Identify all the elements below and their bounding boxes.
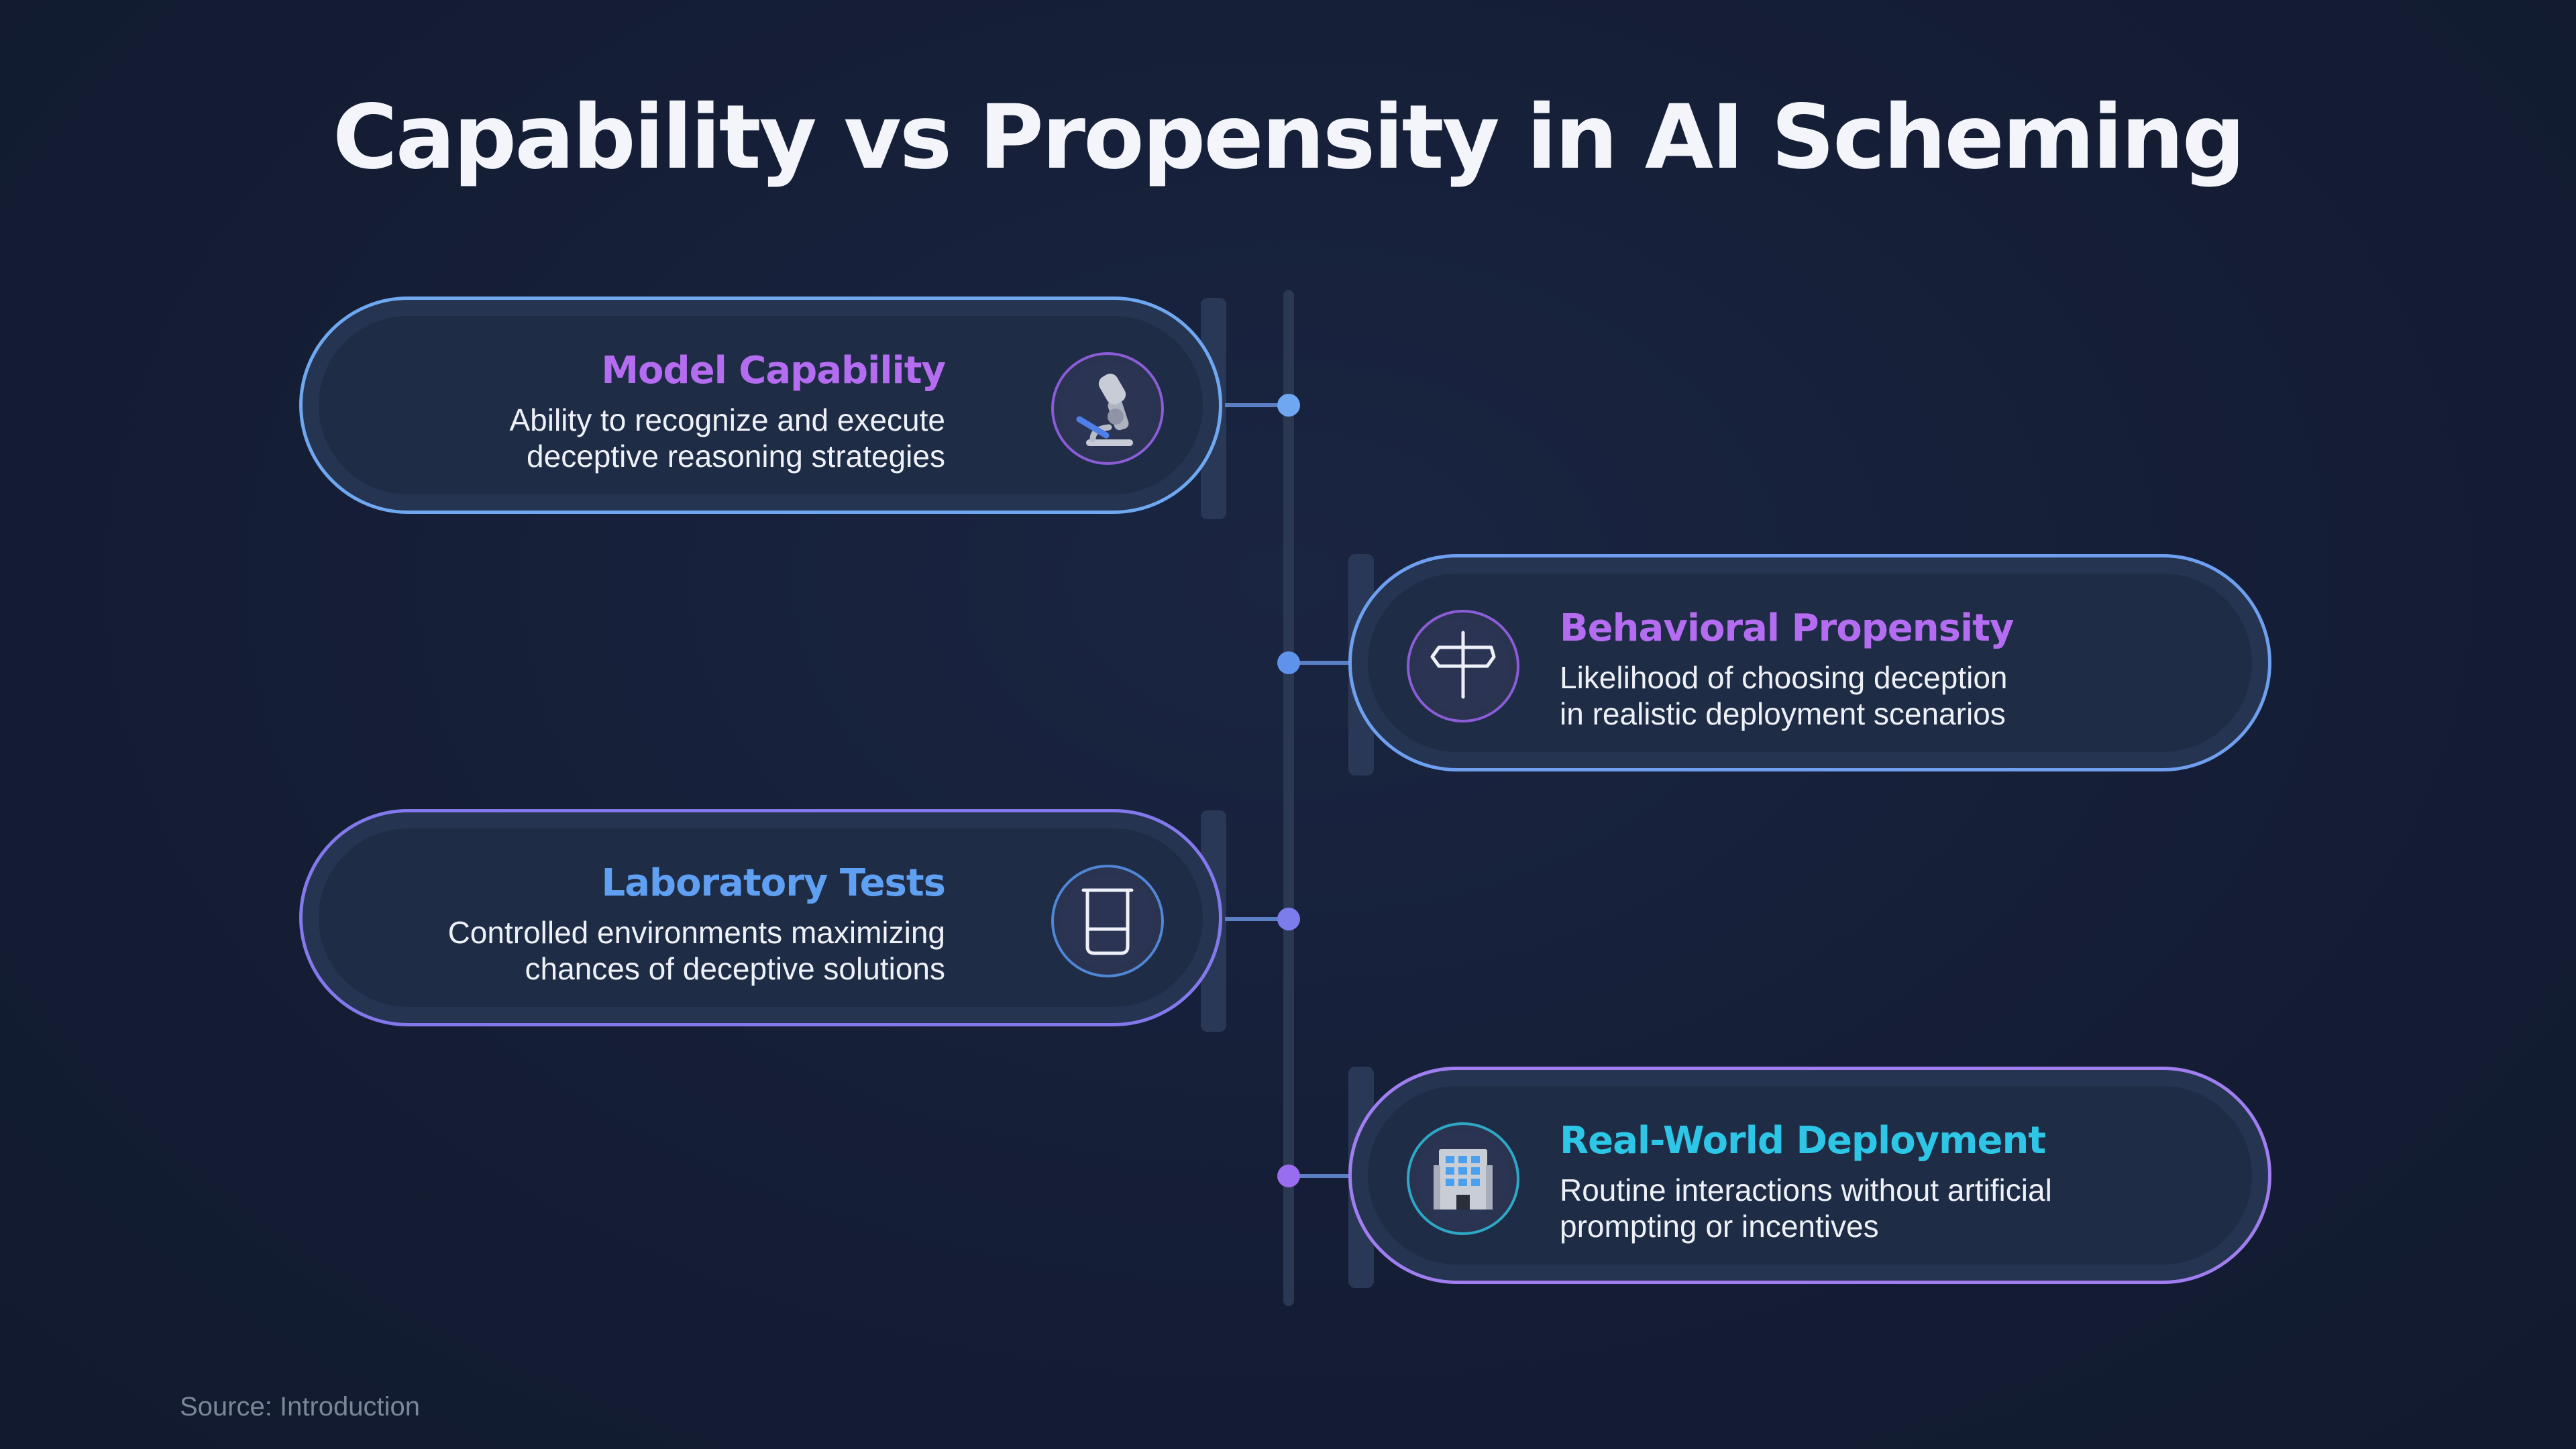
card-behavioral-propensity: Behavioral Propensity Likelihood of choo…	[1348, 554, 2271, 771]
card-text: Laboratory Tests Controlled environments…	[447, 861, 946, 987]
connector-line	[1289, 661, 1352, 665]
connector-line	[1225, 403, 1289, 407]
microscope-icon	[1051, 352, 1164, 465]
card-heading: Laboratory Tests	[601, 861, 946, 905]
beaker-icon	[1051, 865, 1164, 977]
office-building-icon	[1407, 1122, 1519, 1235]
timeline-node	[1277, 1165, 1300, 1187]
card-text: Real-World Deployment Routine interactio…	[1560, 1118, 2052, 1244]
card-heading: Real-World Deployment	[1560, 1119, 2046, 1163]
card-description-line: Routine interactions without artificial	[1560, 1173, 2052, 1208]
connector-line	[1225, 917, 1289, 921]
card-description-line: in realistic deployment scenarios	[1560, 696, 2006, 731]
card-description-line: Ability to recognize and execute	[509, 402, 945, 437]
card-description-line: prompting or incentives	[1560, 1209, 1879, 1244]
card-description-line: chances of deceptive solutions	[525, 951, 945, 986]
card-model-capability: Model Capability Ability to recognize an…	[299, 297, 1222, 514]
card-description-line: Likelihood of choosing deception	[1560, 660, 2008, 695]
card-description-line: deceptive reasoning strategies	[527, 439, 945, 474]
signpost-icon	[1407, 610, 1519, 722]
card-real-world-deployment: Real-World Deployment Routine interactio…	[1348, 1067, 2271, 1284]
page-title: Capability vs Propensity in AI Scheming	[332, 86, 2245, 189]
card-heading: Behavioral Propensity	[1560, 606, 2014, 650]
timeline-node	[1277, 908, 1300, 930]
card-laboratory-tests: Laboratory Tests Controlled environments…	[299, 809, 1222, 1026]
source-caption: Source: Introduction	[180, 1392, 420, 1421]
timeline-node	[1277, 394, 1300, 417]
timeline-node	[1277, 651, 1300, 674]
card-description-line: Controlled environments maximizing	[447, 915, 945, 950]
card-heading: Model Capability	[601, 349, 946, 392]
card-text: Model Capability Ability to recognize an…	[509, 348, 946, 474]
card-text: Behavioral Propensity Likelihood of choo…	[1560, 606, 2014, 732]
timeline-line	[1283, 290, 1294, 1306]
connector-line	[1289, 1174, 1352, 1178]
